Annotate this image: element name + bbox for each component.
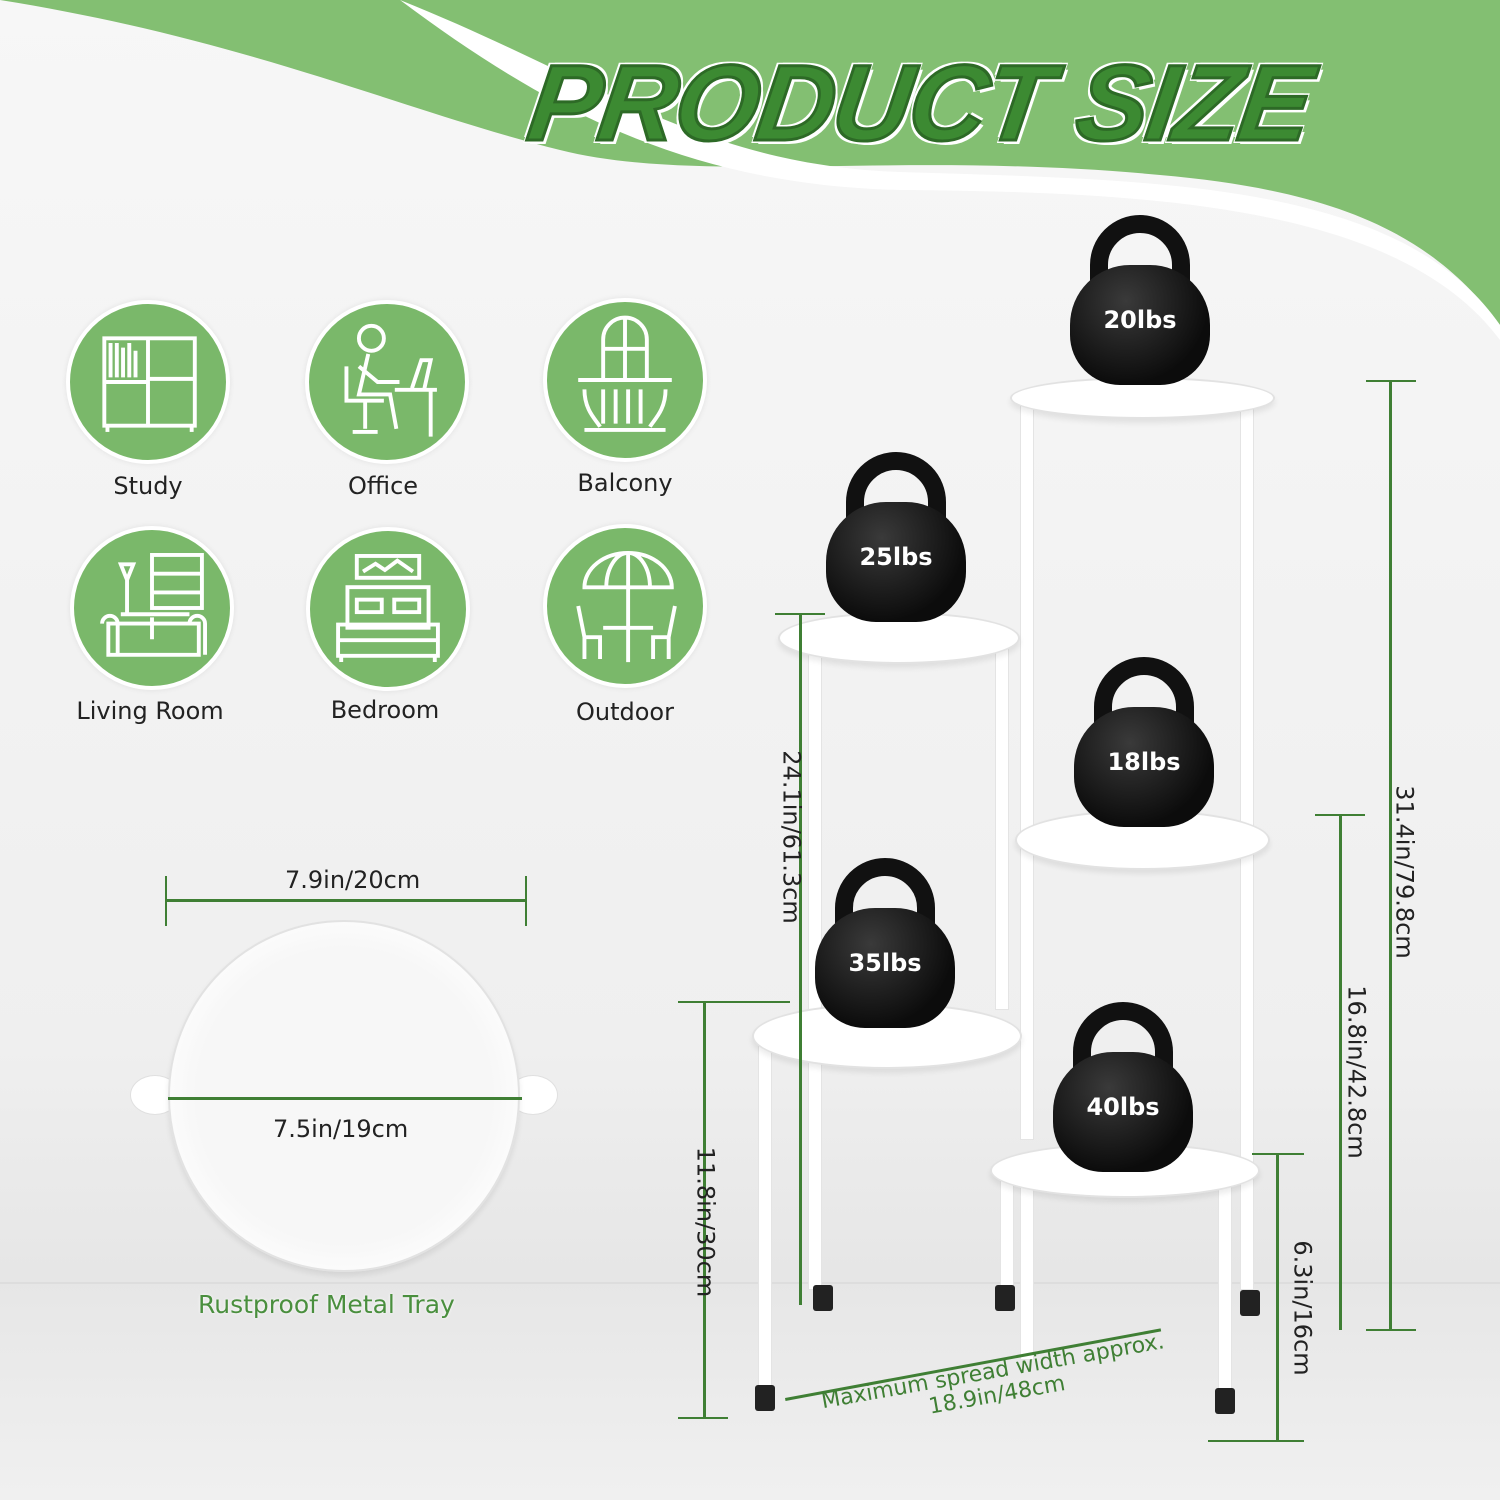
tick	[1252, 1153, 1304, 1155]
stand-foot	[1215, 1388, 1235, 1414]
tray-inner-dim-label: 7.5in/19cm	[273, 1115, 409, 1143]
left-low-line	[703, 1003, 706, 1418]
sofa-icon	[70, 526, 234, 690]
green-swoosh-banner	[0, 0, 1500, 340]
bed-icon	[306, 527, 470, 691]
stand-foot	[995, 1285, 1015, 1311]
stand-foot	[755, 1385, 775, 1411]
tick	[1366, 1329, 1416, 1331]
bookshelf-icon	[66, 300, 230, 464]
tick	[1366, 380, 1416, 382]
room-label-balcony: Balcony	[577, 469, 673, 497]
tray-inner-dim-line	[168, 1097, 522, 1100]
room-label-bedroom: Bedroom	[330, 696, 440, 724]
spread-width-text: Maximum spread width approx. 18.9in/48cm	[804, 1327, 1187, 1440]
mid-height-label: 16.8in/42.8cm	[1342, 985, 1371, 1159]
stand-leg	[995, 640, 1009, 1010]
weight-label: 40lbs	[1053, 1052, 1193, 1172]
stand-leg	[1000, 1170, 1014, 1290]
tick	[678, 1001, 790, 1003]
metal-tray	[168, 920, 520, 1272]
stand-foot	[813, 1285, 833, 1311]
total-height-line	[1389, 382, 1392, 1330]
tick	[1315, 814, 1365, 816]
tick	[525, 876, 527, 926]
weight-label: 35lbs	[815, 908, 955, 1028]
low-height-label: 6.3in/16cm	[1288, 1240, 1317, 1376]
low-height-line	[1276, 1155, 1279, 1440]
weight-label: 20lbs	[1070, 265, 1210, 385]
room-label-office: Office	[347, 472, 419, 500]
room-label-outdoor: Outdoor	[576, 698, 674, 726]
kettlebell-25lbs: 25lbs	[826, 452, 966, 622]
balcony-icon	[543, 298, 707, 462]
total-height-label: 31.4in/79.8cm	[1390, 785, 1419, 959]
weight-label: 18lbs	[1074, 707, 1214, 827]
page-title: PRODUCT SIZE	[520, 41, 1320, 165]
kettlebell-18lbs: 18lbs	[1074, 657, 1214, 827]
floor-line	[0, 1282, 1500, 1284]
stand-foot	[1240, 1290, 1260, 1316]
tick	[165, 876, 167, 926]
kettlebell-20lbs: 20lbs	[1070, 215, 1210, 385]
stand-leg	[1020, 1180, 1034, 1360]
left-low-label: 11.8in/30cm	[691, 1146, 720, 1298]
left-high-label: 24.1in/61.3cm	[777, 750, 806, 924]
weight-label: 25lbs	[826, 502, 966, 622]
left-high-line	[799, 615, 802, 1305]
kettlebell-35lbs: 35lbs	[815, 858, 955, 1028]
desk-worker-icon	[305, 300, 469, 464]
kettlebell-40lbs: 40lbs	[1053, 1002, 1193, 1172]
stand-leg	[758, 1040, 772, 1390]
umbrella-table-icon	[543, 524, 707, 688]
tick	[775, 613, 825, 615]
tray-outer-dim-line	[166, 899, 526, 902]
stand-leg	[1020, 400, 1034, 1140]
tick	[1208, 1440, 1304, 1442]
stand-leg	[1218, 1170, 1232, 1390]
tray-caption: Rustproof Metal Tray	[198, 1290, 455, 1319]
tray-outer-dim-label: 7.9in/20cm	[285, 866, 421, 894]
room-label-living-room: Living Room	[76, 697, 224, 725]
room-label-study: Study	[113, 472, 183, 500]
tick	[678, 1417, 728, 1419]
mid-height-line	[1339, 815, 1342, 1330]
